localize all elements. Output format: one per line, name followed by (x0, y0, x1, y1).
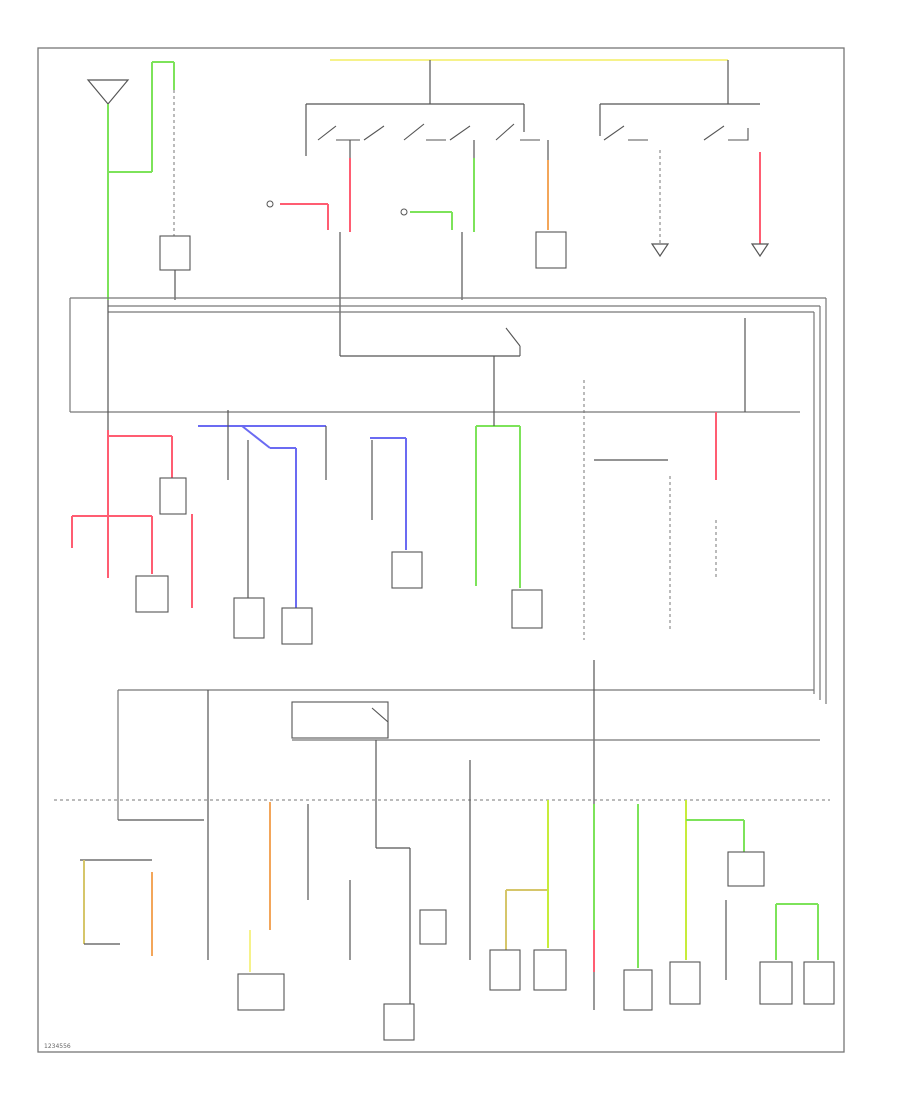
page-code: 1234556 (44, 1043, 71, 1050)
ignition-switch-contact (317, 125, 385, 141)
component-box (159, 235, 191, 271)
component-box (233, 597, 265, 639)
relay-switch (505, 327, 521, 356)
bottom-section (80, 690, 835, 1041)
power-source-symbol (86, 79, 130, 105)
component-box (803, 961, 835, 1005)
component-box (383, 1003, 415, 1041)
diagram-frame (37, 47, 845, 1053)
top-power-section (69, 59, 827, 704)
ignition-switch-contact (403, 123, 471, 141)
ignition-switch-contact (703, 125, 749, 141)
ground-symbol (650, 243, 670, 258)
component-box (159, 477, 187, 515)
relay-switch (371, 707, 389, 738)
component-box (135, 575, 169, 613)
component-box (727, 851, 765, 887)
component-box (237, 973, 285, 1011)
component-box (669, 961, 701, 1005)
component-box (511, 589, 543, 629)
ignition-switch-contact (603, 125, 648, 141)
relay-box (291, 701, 389, 739)
component-box (391, 551, 423, 589)
component-box (535, 231, 567, 269)
component-box (533, 949, 567, 991)
component-box (623, 969, 653, 1011)
ground-symbol (750, 243, 770, 258)
component-box (281, 607, 313, 645)
component-box (759, 961, 793, 1005)
component-box (489, 949, 521, 991)
ignition-switch-contact (495, 123, 540, 141)
component-box (419, 909, 447, 945)
